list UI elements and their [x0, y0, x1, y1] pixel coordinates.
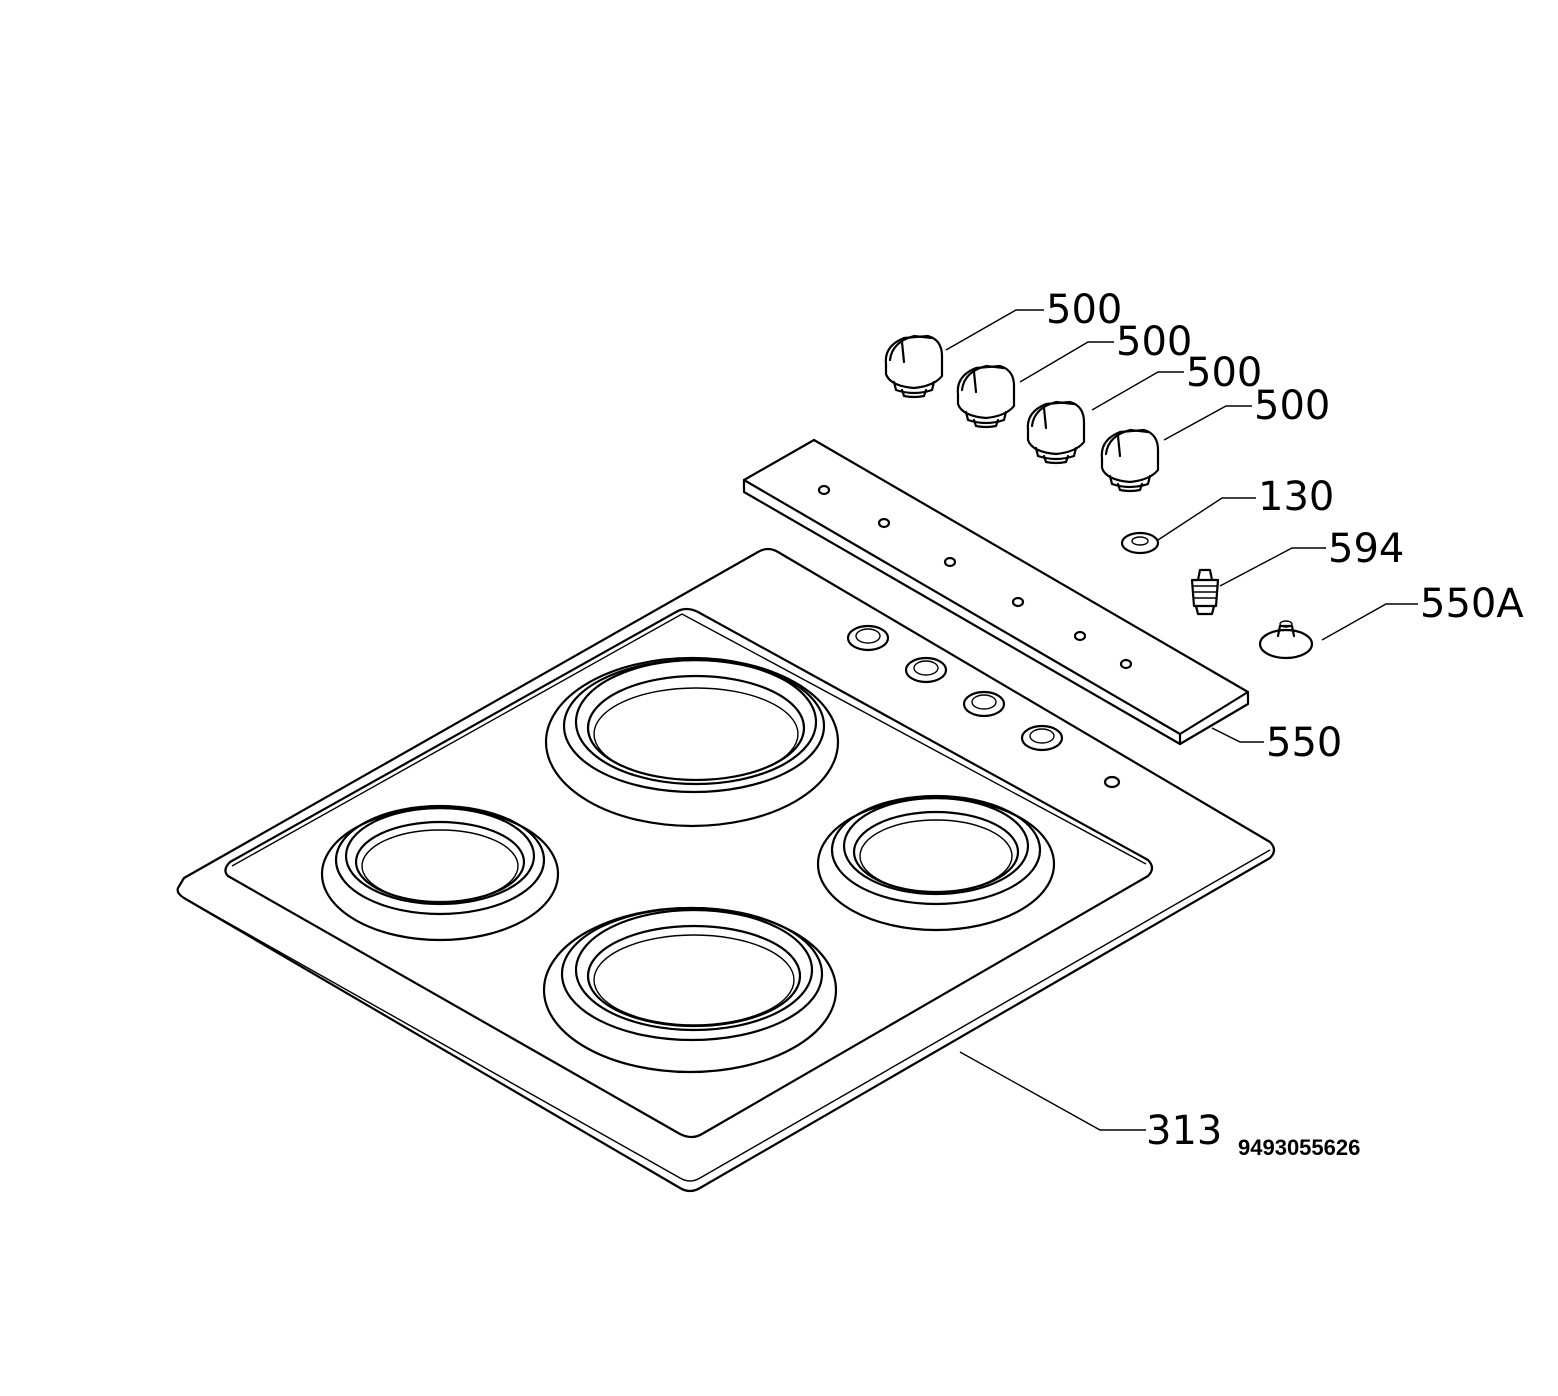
- callout-indicator: 550A: [1420, 581, 1524, 627]
- indicator-lamp-550A: [1258, 620, 1314, 660]
- burner-rear-large: [544, 656, 840, 828]
- callout-ring: 130: [1258, 474, 1334, 520]
- callout-knob-2: 500: [1116, 319, 1192, 365]
- burner-front-large: [542, 906, 838, 1074]
- callout-knob-1: 500: [1046, 287, 1122, 333]
- control-knob-1: [884, 334, 944, 399]
- burner-left: [320, 804, 560, 942]
- spring-594: [1190, 568, 1220, 616]
- callout-hob-top: 313: [1146, 1108, 1222, 1154]
- callout-control-panel: 550: [1266, 720, 1342, 766]
- ring-washer-130: [1120, 531, 1160, 555]
- leader-lines: [945, 309, 1418, 1131]
- control-knob-3: [1026, 400, 1086, 465]
- burner-right: [816, 794, 1056, 932]
- control-panel-strip: [742, 438, 1250, 746]
- control-knob-4: [1100, 428, 1160, 493]
- control-knob-2: [956, 364, 1016, 429]
- hob-top-plate: [176, 547, 1276, 1193]
- callout-knob-3: 500: [1186, 350, 1262, 396]
- document-number: 9493055626: [1238, 1135, 1360, 1160]
- callout-spring: 594: [1328, 526, 1404, 572]
- callout-knob-4: 500: [1254, 383, 1330, 429]
- knob-holes: [846, 624, 1121, 789]
